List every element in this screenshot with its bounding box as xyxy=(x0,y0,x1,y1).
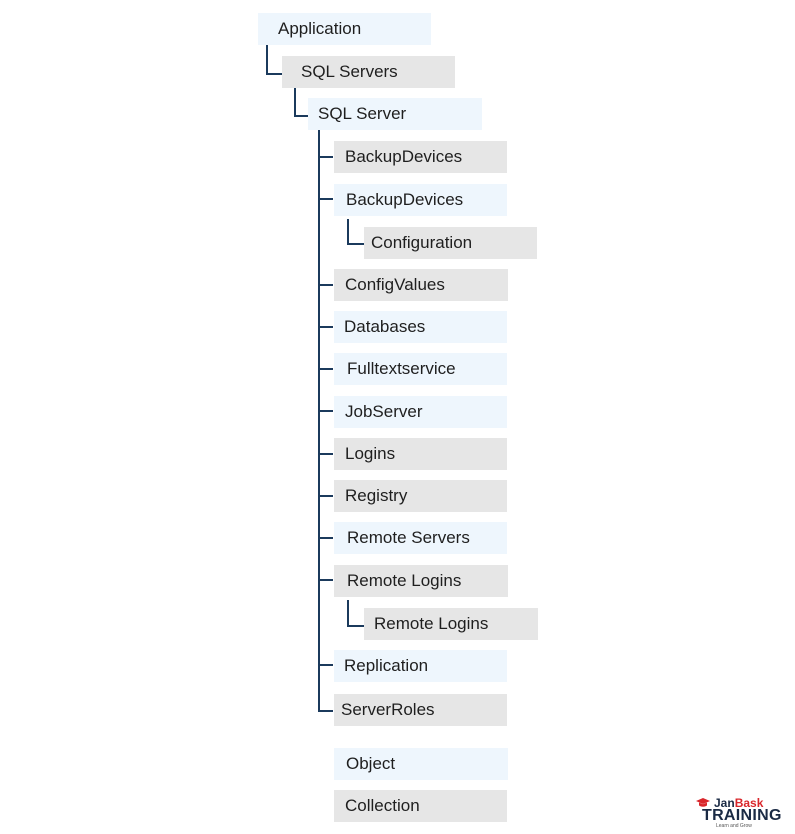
connector-remotelogins-child xyxy=(347,600,364,627)
connector-backupdevices-configuration xyxy=(347,219,364,245)
node-configuration-label: Configuration xyxy=(371,233,473,252)
node-sql-servers: SQL Servers xyxy=(282,56,455,88)
node-backup-devices-object: BackupDevices xyxy=(334,184,507,216)
graduation-cap-icon xyxy=(696,798,710,807)
node-server-roles-label: ServerRoles xyxy=(341,700,435,719)
logo-tagline: Learn and Grow xyxy=(716,823,752,829)
logo-brand: JanBask xyxy=(714,797,763,810)
node-backup-devices-object-label: BackupDevices xyxy=(346,190,464,209)
node-config-values-label: ConfigValues xyxy=(345,275,445,294)
node-fulltext-service: Fulltextservice xyxy=(334,353,507,385)
legend-object: Object xyxy=(334,748,508,780)
janbask-training-logo: JanBask TRAINING Learn and Grow xyxy=(694,797,790,829)
node-remote-servers-label: Remote Servers xyxy=(347,528,470,547)
node-sql-server-label: SQL Server xyxy=(318,104,407,123)
node-replication-label: Replication xyxy=(344,656,429,675)
logo-brand-part1: Jan xyxy=(714,796,735,810)
node-remote-logins-child: Remote Logins xyxy=(364,608,538,640)
node-job-server-label: JobServer xyxy=(345,402,423,421)
connector-application-sqlservers xyxy=(266,44,282,75)
legend-object-label: Object xyxy=(346,754,396,773)
node-logins-label: Logins xyxy=(345,444,396,463)
node-backup-devices-collection: BackupDevices xyxy=(334,141,507,173)
node-job-server: JobServer xyxy=(334,396,507,428)
node-application-label: Application xyxy=(278,19,362,38)
legend-collection-label: Collection xyxy=(345,796,420,815)
node-sql-server: SQL Server xyxy=(308,98,482,130)
node-remote-servers: Remote Servers xyxy=(334,522,507,554)
node-fulltext-service-label: Fulltextservice xyxy=(347,359,456,378)
node-config-values: ConfigValues xyxy=(334,269,508,301)
node-replication: Replication xyxy=(334,650,507,682)
node-server-roles: ServerRoles xyxy=(334,694,507,726)
node-remote-logins-child-label: Remote Logins xyxy=(374,614,489,633)
node-backup-devices-collection-label: BackupDevices xyxy=(345,147,463,166)
node-logins: Logins xyxy=(334,438,507,470)
node-remote-logins-collection: Remote Logins xyxy=(334,565,508,597)
node-application: Application xyxy=(258,13,431,45)
node-registry: Registry xyxy=(334,480,507,512)
node-databases-label: Databases xyxy=(344,317,426,336)
connector-sqlservers-sqlserver xyxy=(294,88,308,117)
node-registry-label: Registry xyxy=(345,486,408,505)
logo-brand-part2: Bask xyxy=(734,796,764,810)
node-configuration: Configuration xyxy=(364,227,537,259)
logo-main-text: TRAINING xyxy=(702,807,782,824)
node-remote-logins-collection-label: Remote Logins xyxy=(347,571,462,590)
node-sql-servers-label: SQL Servers xyxy=(301,62,398,81)
node-databases: Databases xyxy=(334,311,507,343)
legend-collection: Collection xyxy=(334,790,507,822)
